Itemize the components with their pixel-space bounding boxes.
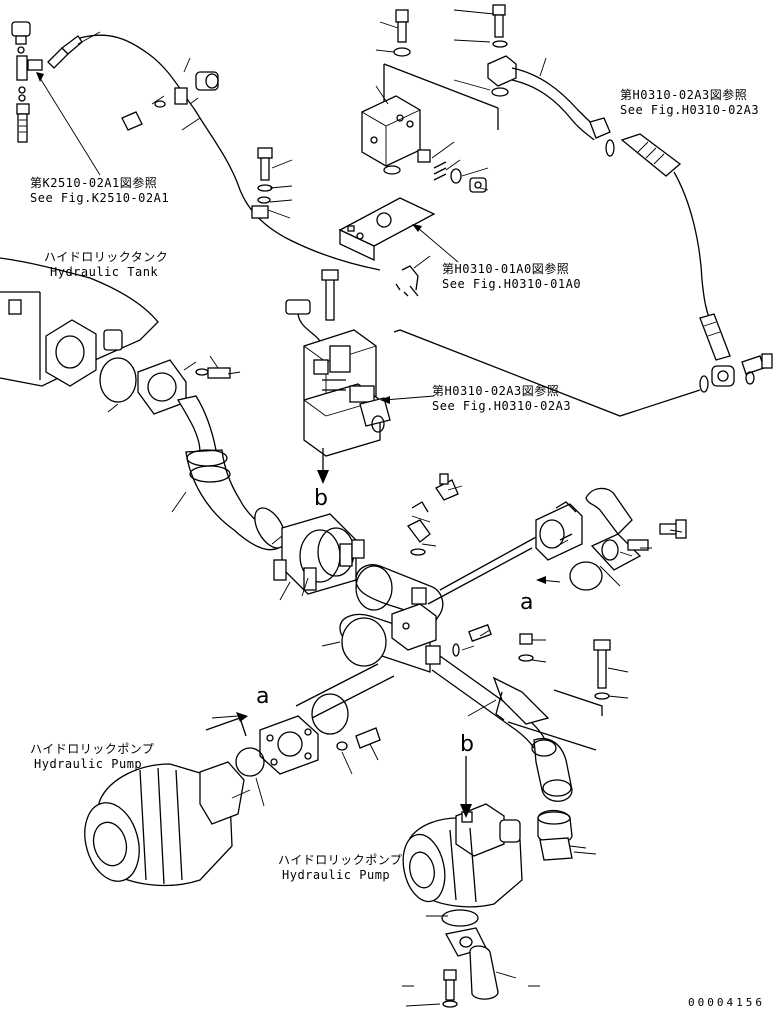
label-pump-left-en: Hydraulic Pump xyxy=(34,757,143,771)
right-elbow-fitting xyxy=(535,487,687,591)
ref-k2510-jp: 第K2510-02A1図参照 xyxy=(30,176,158,190)
pump-suction-pipe-left xyxy=(295,535,539,735)
hydraulic-pump-left xyxy=(84,712,381,887)
tee-manifold xyxy=(339,473,492,673)
solenoid-plate xyxy=(338,197,436,262)
marker-a-left: a xyxy=(256,684,270,709)
leader-lines xyxy=(36,9,683,1007)
label-hydraulic-tank-jp: ハイドロリックタンク xyxy=(44,250,169,264)
sensor-fitting-group xyxy=(11,21,381,271)
hydraulic-tank xyxy=(0,257,159,403)
label-pump-left-jp: ハイドロリックポンプ xyxy=(30,742,155,756)
label-pump-right-jp: ハイドロリックポンプ xyxy=(278,853,403,867)
ref-h0310-a3-mid-en: See Fig.H0310-02A3 xyxy=(432,399,572,413)
upper-bolt-right xyxy=(487,4,611,141)
bolt-washer-stack-left xyxy=(251,147,273,219)
marker-b-top: b xyxy=(314,486,328,511)
hose-assembly-right xyxy=(393,133,773,417)
split-flange-coupling xyxy=(273,513,365,595)
ref-h0310-a0-jp: 第H0310-01A0図参照 xyxy=(442,262,570,276)
hydraulic-pump-right xyxy=(402,756,573,1008)
ref-h0310-a0-en: See Fig.H0310-01A0 xyxy=(442,277,582,291)
ref-h0310-a3-mid-jp: 第H0310-02A3図参照 xyxy=(432,384,560,398)
label-hydraulic-tank-en: Hydraulic Tank xyxy=(50,265,159,279)
marker-b-bottom: b xyxy=(460,732,474,757)
pump-suction-pipe-right xyxy=(431,633,611,802)
marker-a-right: a xyxy=(520,590,534,615)
suction-elbow-pipe xyxy=(137,359,286,551)
ref-h0310-a3-top-en: See Fig.H0310-02A3 xyxy=(620,103,760,117)
ref-h0310-a3-top-jp: 第H0310-02A3図参照 xyxy=(620,88,748,102)
control-valve xyxy=(285,265,419,484)
valve-block-upper xyxy=(361,9,499,193)
label-pump-right-en: Hydraulic Pump xyxy=(282,868,391,882)
ref-k2510-en: See Fig.K2510-02A1 xyxy=(30,191,170,205)
document-number: 00004156 xyxy=(688,996,765,1009)
hose-clamp-bracket xyxy=(121,71,219,131)
